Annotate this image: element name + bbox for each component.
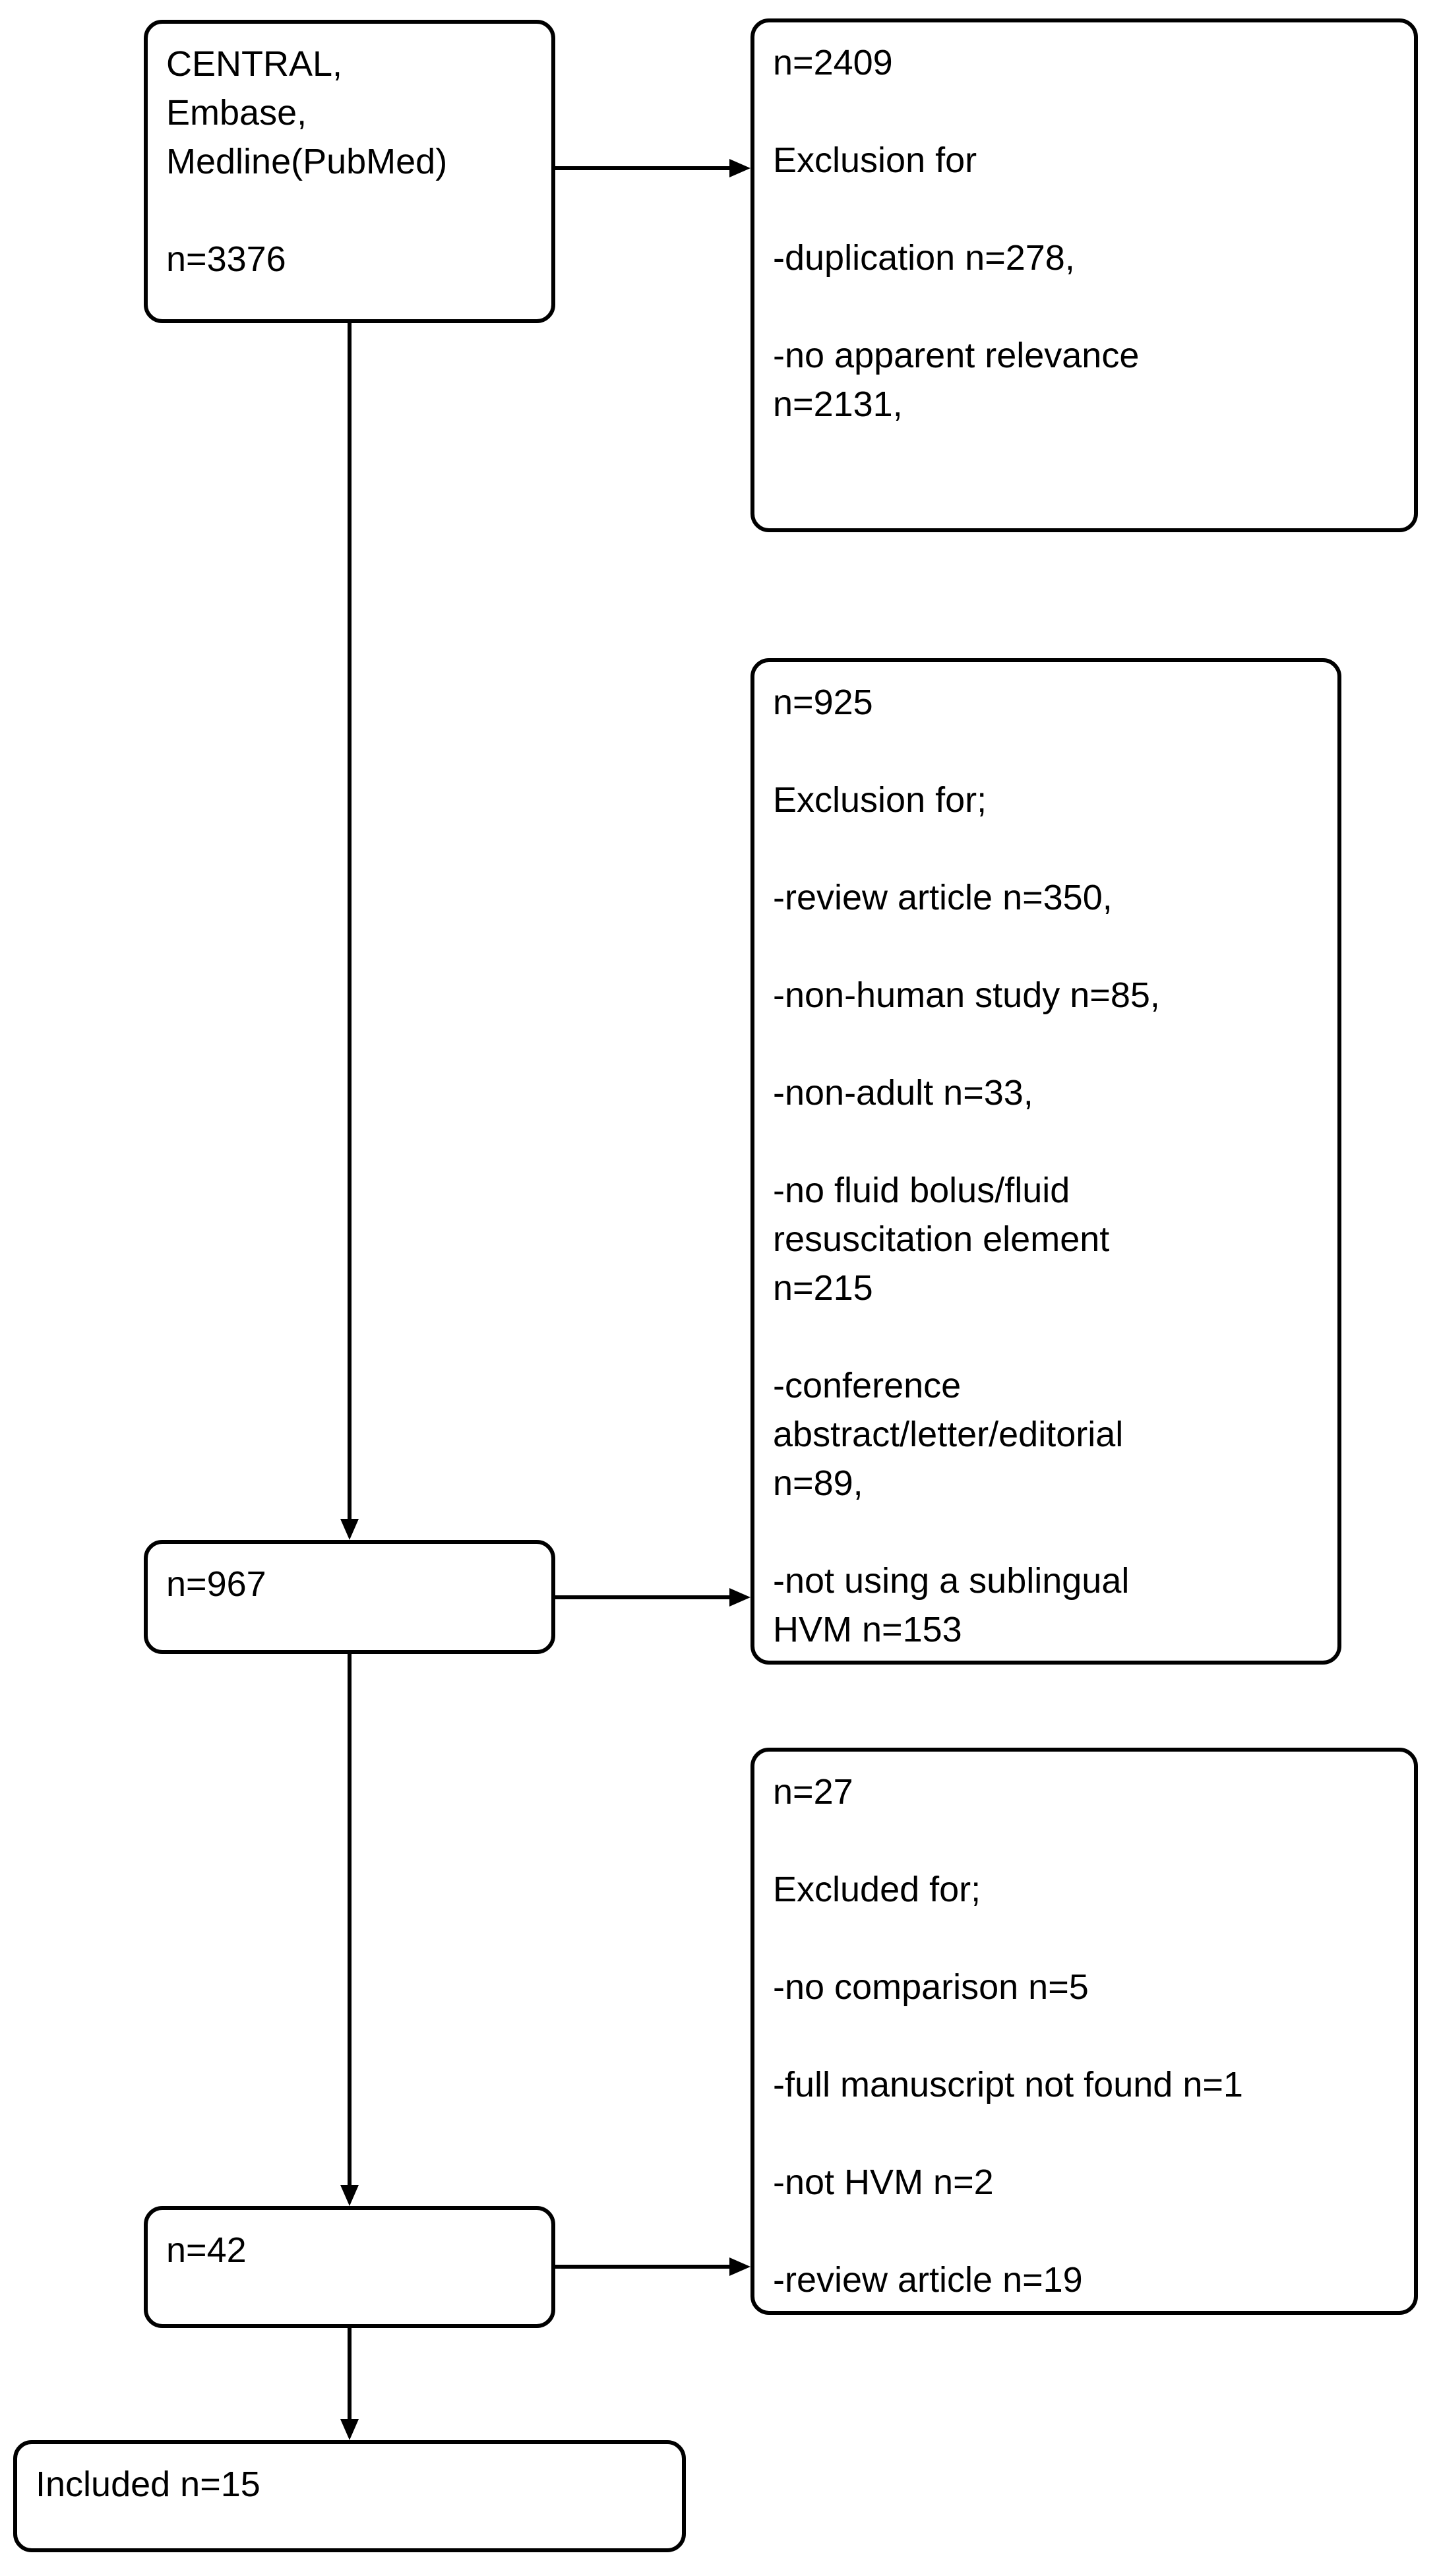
title-abstract-count: n=967 [166,1564,266,1604]
arrow-right-icon [729,1588,750,1607]
box-included-studies: Included n=15 [13,2440,686,2552]
arrow-down-icon [340,1519,359,1540]
excluded-screening-reason-relevance: -no apparent relevance n=2131, [773,336,1140,424]
search-sources-text: CENTRAL, Embase, Medline(PubMed) [166,44,448,181]
excluded-screening-reason-duplication: -duplication n=278, [773,238,1075,278]
box-excluded-title-abstract: n=925 Exclusion for; -review article n=3… [750,658,1341,1665]
excluded-ta-count: n=925 [773,683,873,722]
excluded-screening-heading: Exclusion for [773,140,977,180]
connector-sources-to-excluded-screening [555,166,729,170]
excluded-ta-heading: Exclusion for; [773,780,987,820]
arrow-down-icon [340,2185,359,2206]
included-count: Included n=15 [36,2465,260,2504]
excluded-screening-count: n=2409 [773,43,893,82]
box-full-text-assessed: n=42 [144,2206,555,2328]
connector-title-abstract-to-excluded [555,1595,729,1599]
box-excluded-screening: n=2409 Exclusion for -duplication n=278,… [750,18,1418,532]
connector-full-text-to-excluded [555,2265,729,2269]
search-sources-count: n=3376 [166,239,286,279]
box-search-sources: CENTRAL, Embase, Medline(PubMed) n=3376 [144,20,555,323]
excluded-ft-count: n=27 [773,1772,853,1812]
connector-title-abstract-to-full-text [348,1654,352,2185]
excluded-ta-reason-review: -review article n=350, [773,878,1113,917]
excluded-ta-reason-not-sublingual-hvm: -not using a sublingual HVM n=153 [773,1561,1130,1649]
connector-full-text-to-included [348,2328,352,2419]
excluded-ta-reason-conference: -conference abstract/letter/editorial n=… [773,1366,1124,1503]
full-text-count: n=42 [166,2230,247,2270]
excluded-ft-reason-no-comparison: -no comparison n=5 [773,1967,1089,2007]
box-title-abstract-screened: n=967 [144,1540,555,1654]
excluded-ft-reason-no-manuscript: -full manuscript not found n=1 [773,2065,1243,2104]
box-excluded-full-text: n=27 Excluded for; -no comparison n=5 -f… [750,1748,1418,2315]
arrow-right-icon [729,159,750,177]
excluded-ft-heading: Excluded for; [773,1870,981,1909]
connector-sources-to-title-abstract [348,323,352,1519]
arrow-down-icon [340,2419,359,2440]
excluded-ta-reason-nonhuman: -non-human study n=85, [773,975,1160,1015]
arrow-right-icon [729,2257,750,2276]
excluded-ft-reason-review: -review article n=19 [773,2260,1083,2300]
excluded-ta-reason-nonadult: -non-adult n=33, [773,1073,1033,1113]
excluded-ft-reason-not-hvm: -not HVM n=2 [773,2162,994,2202]
excluded-ta-reason-no-fluid-bolus: -no fluid bolus/fluid resuscitation elem… [773,1171,1110,1308]
